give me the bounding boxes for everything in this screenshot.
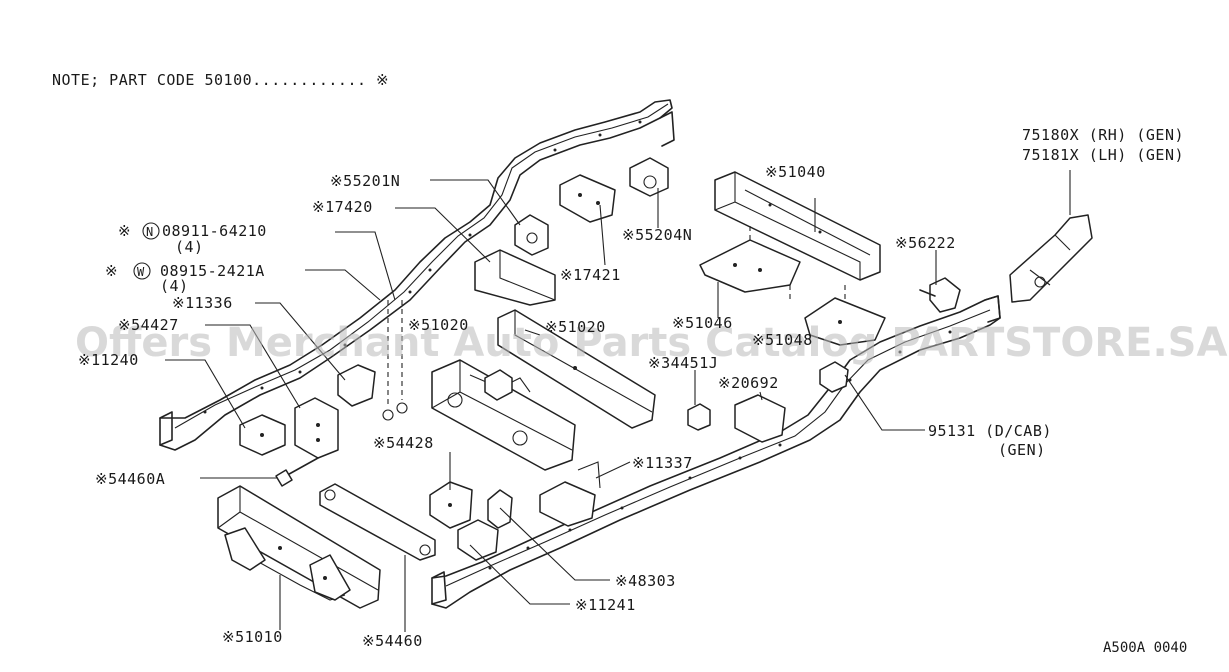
washer-symbol-letter: W xyxy=(137,265,145,279)
bracket-17420 xyxy=(474,249,556,306)
label-08911-prefix: ※ xyxy=(118,222,131,240)
bracket-55201N xyxy=(514,214,549,256)
label-11240: ※11240 xyxy=(78,351,139,369)
label-08911: 08911-64210 xyxy=(162,222,267,240)
label-20692: ※20692 xyxy=(718,374,779,392)
crossmember-51020-right xyxy=(497,309,656,429)
bracket-20692 xyxy=(734,394,786,443)
bracket-54428 xyxy=(429,481,473,529)
label-17421: ※17421 xyxy=(560,266,621,284)
label-95131-gen: (GEN) xyxy=(998,441,1046,459)
note-text: NOTE; PART CODE 50100............ ※ xyxy=(52,71,389,89)
label-54460A: ※54460A xyxy=(95,470,165,488)
washer-08915 xyxy=(382,300,394,421)
label-55201N: ※55201N xyxy=(330,172,400,190)
bracket-51046 xyxy=(699,225,801,300)
bracket-11336 xyxy=(337,364,376,407)
label-51010: ※51010 xyxy=(222,628,283,646)
watermark-text: Offers Merchant Auto Parts Catalog PARTS… xyxy=(75,320,1227,366)
leader-lines xyxy=(165,170,1071,632)
label-54428: ※54428 xyxy=(373,434,434,452)
label-11241: ※11241 xyxy=(575,596,636,614)
label-34451J: ※34451J xyxy=(648,354,718,372)
mount-55204N xyxy=(629,157,669,197)
crossmember-51010 xyxy=(217,485,381,609)
label-08915-prefix: ※ xyxy=(105,262,118,280)
label-51020-a: ※51020 xyxy=(408,316,469,334)
frame-rail-left xyxy=(159,99,675,451)
label-95131: 95131 (D/CAB) xyxy=(928,422,1052,440)
nut-symbol-letter: N xyxy=(146,225,154,239)
reference-code: A500A 0040 xyxy=(1103,640,1187,656)
label-56222: ※56222 xyxy=(895,234,956,252)
label-11336: ※11336 xyxy=(172,294,233,312)
nut-symbol-icon xyxy=(142,222,160,240)
washer-symbol-icon xyxy=(133,262,151,280)
bracket-95131 xyxy=(819,361,849,393)
bracket-75180X xyxy=(1009,214,1093,303)
label-54427: ※54427 xyxy=(118,316,179,334)
label-75180X: 75180X (RH) (GEN) xyxy=(1022,126,1184,144)
mount-11241 xyxy=(457,519,499,561)
label-51040: ※51040 xyxy=(765,163,826,181)
crossmember-51040 xyxy=(714,171,881,281)
label-17420: ※17420 xyxy=(312,198,373,216)
link-54460 xyxy=(319,483,436,561)
bracket-54427 xyxy=(294,397,339,459)
bracket-56222 xyxy=(919,277,961,313)
label-51046: ※51046 xyxy=(672,314,733,332)
label-54460: ※54460 xyxy=(362,632,423,650)
bracket-48303 xyxy=(487,489,513,529)
frame-rail-right xyxy=(431,295,1001,609)
label-08915: 08915-2421A xyxy=(160,262,265,280)
label-11337: ※11337 xyxy=(632,454,693,472)
mount-11337 xyxy=(539,461,601,527)
label-51048: ※51048 xyxy=(752,331,813,349)
bolt-54460A xyxy=(275,457,319,487)
label-08911-qty: (4) xyxy=(175,238,204,256)
mount-11240 xyxy=(239,414,286,456)
bracket-17421 xyxy=(559,174,616,223)
label-75181X: 75181X (LH) (GEN) xyxy=(1022,146,1184,164)
crossmember-51020-left xyxy=(431,359,576,471)
pad-34451J xyxy=(687,403,711,431)
label-51020-b: ※51020 xyxy=(545,318,606,336)
label-48303: ※48303 xyxy=(615,572,676,590)
label-55204N: ※55204N xyxy=(622,226,692,244)
label-08915-qty: (4) xyxy=(160,277,189,295)
nut-08911 xyxy=(396,300,408,414)
